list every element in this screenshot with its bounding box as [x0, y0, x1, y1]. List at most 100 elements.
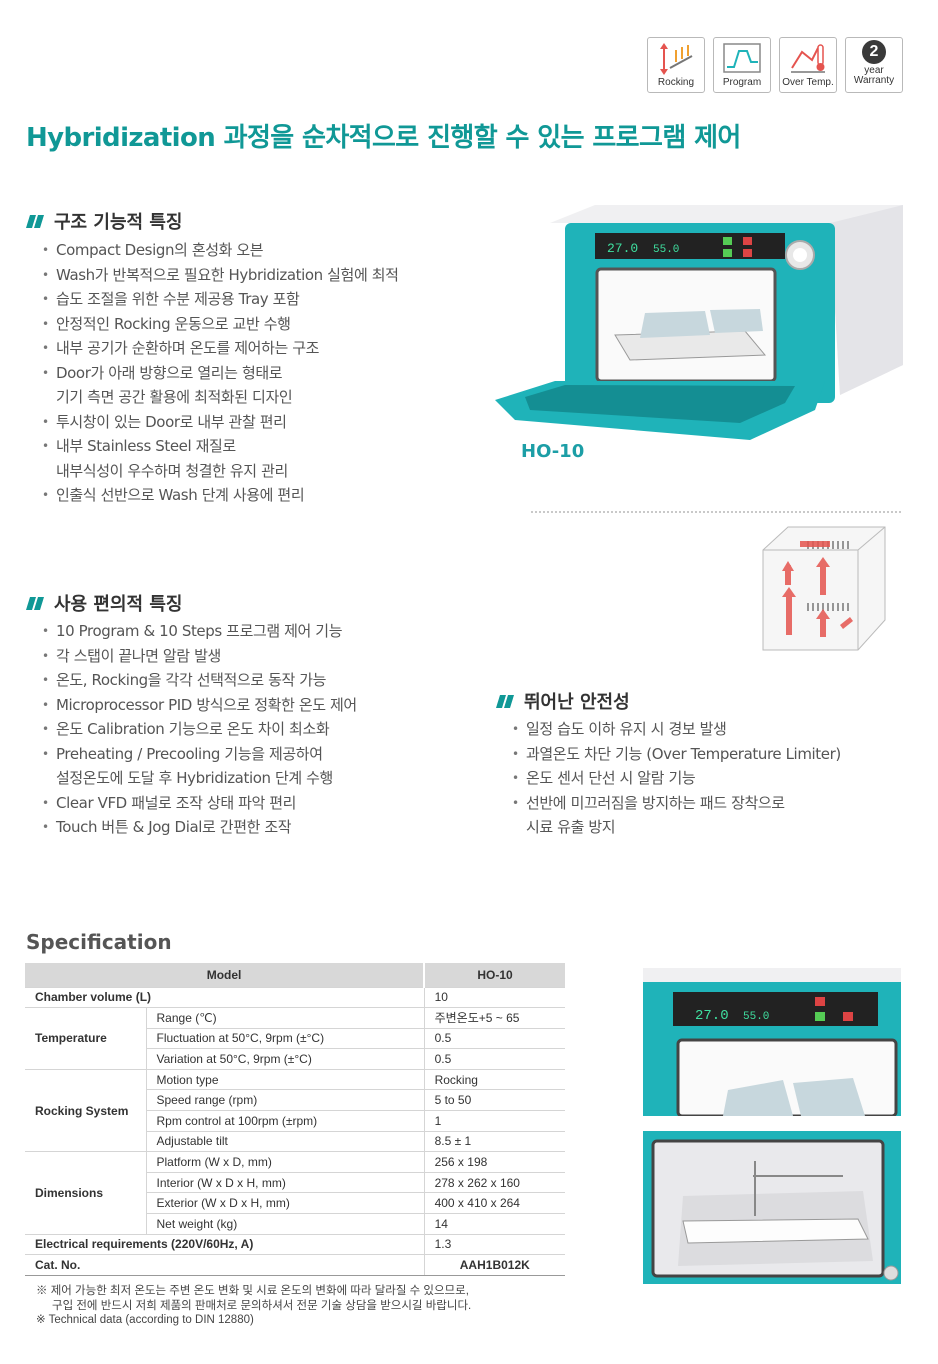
list-item-text: Compact Design의 혼성화 오븐 [56, 241, 264, 259]
row-value: 256 x 198 [424, 1151, 565, 1173]
safety-section-title: 뛰어난 안전성 [496, 688, 630, 714]
incubator-shelf-image [643, 1131, 901, 1284]
table-row: Dimensions Platform (W x D, mm) 256 x 19… [25, 1151, 565, 1235]
footnote-1-continued: 구입 전에 반드시 저희 제품의 판매처로 문의하셔서 전문 기술 상담을 받으… [52, 1299, 472, 1312]
row-label: Adjustable tilt [146, 1131, 425, 1153]
list-item-text: 온도 Calibration 기능으로 온도 차이 최소화 [56, 720, 330, 738]
feature-badges: Rocking Program Over Temp. 2 year Warran… [647, 37, 903, 93]
row-label: Fluctuation at 50°C, 9rpm (±°C) [146, 1028, 425, 1050]
list-item-text: 일정 습도 이하 유지 시 경보 발생 [526, 720, 727, 738]
row-value: 278 x 262 x 160 [424, 1172, 565, 1194]
list-item: Touch 버튼 & Jog Dial로 간편한 조작 [40, 815, 357, 840]
table-row: Fluctuation at 50°C, 9rpm (±°C) 0.5 [25, 1028, 565, 1050]
table-row: Speed range (rpm) 5 to 50 [25, 1089, 565, 1112]
row-label: Range (℃) [146, 1007, 425, 1029]
list-item-text-continued: 설정온도에 도달 후 Hybridization 단계 수행 [56, 769, 333, 787]
row-value: 1.3 [424, 1234, 565, 1256]
row-label: Chamber volume (L) [25, 987, 425, 1009]
specification-table: Model HO-10 Chamber volume (L) 10 Temper… [25, 963, 565, 1276]
table-row: Variation at 50°C, 9rpm (±°C) 0.5 [25, 1048, 565, 1070]
list-item-text: Wash가 반복적으로 필요한 Hybridization 실험에 최적 [56, 265, 399, 284]
row-group-label: Rocking System [25, 1069, 147, 1153]
rocking-badge: Rocking [647, 37, 705, 93]
row-group-label: Dimensions [25, 1151, 147, 1235]
list-item-text: 과열온도 차단 기능 (Over Temperature Limiter) [526, 744, 841, 763]
closeup-display-temp: 27.0 [695, 1008, 729, 1024]
list-item-text: 내부 공기가 순환하며 온도를 제어하는 구조 [56, 339, 320, 357]
list-item-text: 습도 조절을 위한 수분 제공용 Tray 포함 [56, 290, 300, 308]
row-label: Net weight (kg) [146, 1213, 425, 1235]
list-item: 안정적인 Rocking 운동으로 교반 수행 [40, 312, 399, 337]
row-value: 0.5 [424, 1048, 565, 1070]
warranty-icon: 2 [862, 40, 886, 64]
program-badge-label: Program [722, 77, 762, 88]
footnotes: ※ 제어 가능한 최저 온도는 주변 온도 변화 및 시료 온도의 변화에 따라… [36, 1284, 471, 1328]
table-row: Net weight (kg) 14 [25, 1213, 565, 1235]
list-item: 습도 조절을 위한 수분 제공용 Tray 포함 [40, 287, 399, 312]
list-item: 투시창이 있는 Door로 내부 관찰 편리 [40, 410, 399, 435]
table-row: Adjustable tilt 8.5 ± 1 [25, 1131, 565, 1153]
table-header-value: HO-10 [424, 963, 565, 988]
row-label: Variation at 50°C, 9rpm (±°C) [146, 1048, 425, 1070]
program-badge: Program [713, 37, 771, 93]
list-item-text-continued: 시료 유출 방지 [526, 818, 616, 836]
over-temp-icon [791, 44, 825, 73]
list-item: 과열온도 차단 기능 (Over Temperature Limiter) [510, 742, 841, 767]
row-value: 주변온도+5 ~ 65 [424, 1007, 565, 1029]
list-item-text-continued: 기기 측면 공간 활용에 최적화된 디자인 [56, 388, 293, 406]
list-item-text: 안정적인 Rocking 운동으로 교반 수행 [56, 314, 291, 333]
table-row: Cat. No. AAH1B012K [25, 1254, 565, 1276]
over-temp-badge-label: Over Temp. [782, 77, 834, 88]
table-header-row: Model HO-10 [25, 963, 565, 988]
row-value: 1 [424, 1110, 565, 1132]
list-item-text-continued: 내부식성이 우수하며 청결한 유지 관리 [56, 461, 288, 480]
dotted-divider [531, 511, 901, 513]
model-label: HO-10 [521, 441, 585, 462]
convenience-title-text: 사용 편의적 특징 [54, 594, 183, 615]
list-item: 각 스탭이 끝나면 알람 발생 [40, 644, 357, 669]
list-item-text: Clear VFD 패널로 조작 상태 파악 편리 [56, 793, 297, 812]
list-item-text: 투시창이 있는 Door로 내부 관찰 편리 [56, 412, 287, 431]
safety-title-text: 뛰어난 안전성 [524, 692, 630, 713]
list-item: 인출식 선반으로 Wash 단계 사용에 편리 [40, 483, 399, 508]
row-value: 400 x 410 x 264 [424, 1192, 565, 1215]
list-item: 온도, Rocking을 각각 선택적으로 동작 가능 [40, 668, 357, 693]
rocking-badge-label: Rocking [657, 77, 695, 88]
list-item-text: Preheating / Precooling 기능을 제공하여 [56, 744, 323, 763]
airflow-diagram [762, 526, 886, 651]
table-row: Electrical requirements (220V/60Hz, A) 1… [25, 1234, 565, 1256]
row-label: Motion type [146, 1069, 425, 1091]
row-label: Electrical requirements (220V/60Hz, A) [25, 1234, 425, 1256]
program-icon [723, 43, 761, 73]
structure-title-text: 구조 기능적 특징 [54, 212, 183, 233]
closeup-display-set: 55.0 [743, 1011, 769, 1023]
list-item-text: Touch 버튼 & Jog Dial로 간편한 조작 [56, 818, 292, 836]
section-mark-icon [496, 694, 514, 708]
device-display-temp: 27.0 [607, 241, 638, 256]
table-row: Temperature Range (℃) 주변온도+5 ~ 65 [25, 1007, 565, 1070]
structure-feature-list: Compact Design의 혼성화 오븐 Wash가 반복적으로 필요한 Hy… [40, 238, 399, 508]
incubator-open-door-image: 27.0 55.0 [495, 205, 903, 440]
list-item-text: Microprocessor PID 방식으로 정확한 온도 제어 [56, 695, 357, 714]
row-label: Rpm control at 100rpm (±rpm) [146, 1110, 425, 1132]
list-item: 온도 Calibration 기능으로 온도 차이 최소화 [40, 717, 357, 742]
structure-section-title: 구조 기능적 특징 [26, 208, 182, 234]
list-item: Wash가 반복적으로 필요한 Hybridization 실험에 최적 [40, 263, 399, 288]
row-label: Platform (W x D, mm) [146, 1151, 425, 1173]
table-header-model: Model [25, 963, 426, 988]
row-label: Speed range (rpm) [146, 1089, 425, 1112]
row-value: 10 [424, 987, 565, 1009]
safety-feature-list: 일정 습도 이하 유지 시 경보 발생과열온도 차단 기능 (Over Temp… [510, 717, 841, 840]
row-label: Cat. No. [25, 1254, 425, 1276]
incubator-closeup-image: 27.0 55.0 [643, 968, 901, 1116]
list-item-text: 온도 센서 단선 시 알람 기능 [526, 769, 696, 787]
warranty-badge-label: year Warranty [853, 65, 895, 86]
table-row: Chamber volume (L) 10 [25, 987, 565, 1009]
row-value: 5 to 50 [424, 1089, 565, 1112]
footnote-1: ※ 제어 가능한 최저 온도는 주변 온도 변화 및 시료 온도의 변화에 따라… [36, 1285, 469, 1297]
table-row: Exterior (W x D x H, mm) 400 x 410 x 264 [25, 1192, 565, 1215]
table-row: Rocking System Motion type Rocking [25, 1069, 565, 1153]
list-item: 일정 습도 이하 유지 시 경보 발생 [510, 717, 841, 742]
